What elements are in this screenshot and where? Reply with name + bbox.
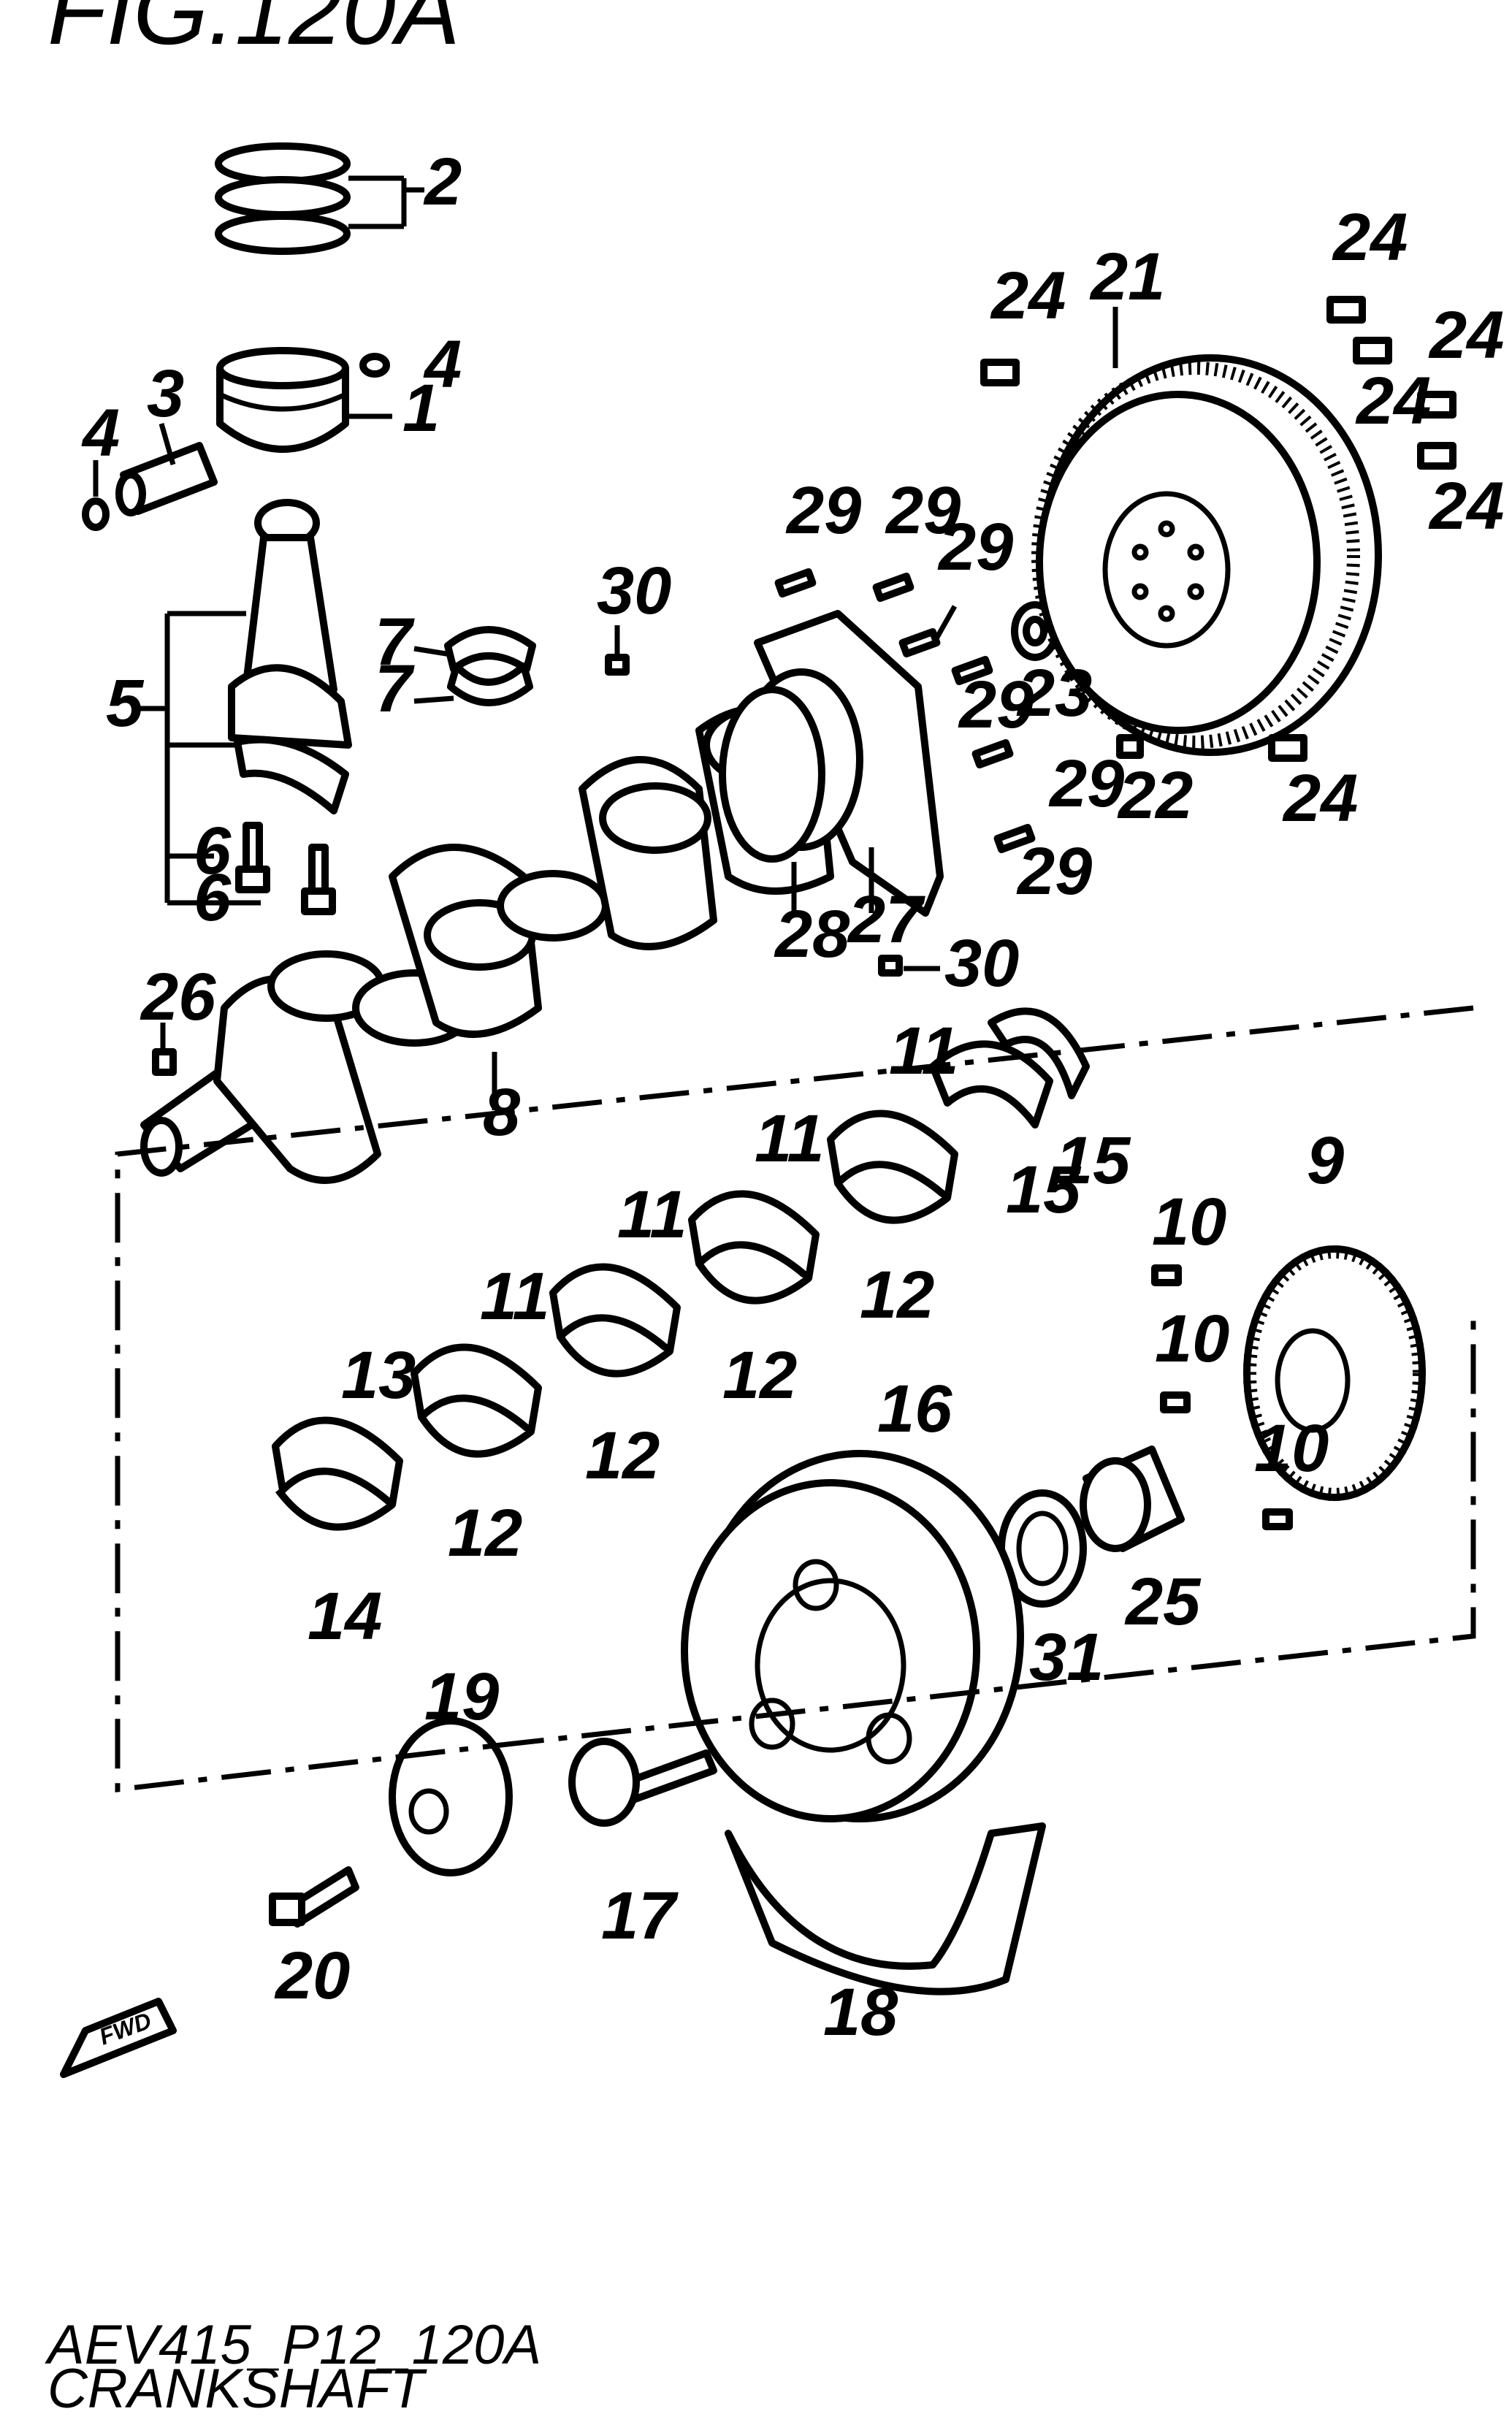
piston-pin [115,423,218,516]
flywheel-dowel [1116,734,1144,759]
callout-8: 8 [483,1075,521,1150]
callout-4-right: 4 [423,327,462,402]
callout-6-lower: 6 [194,860,232,935]
callout-12-c: 12 [585,1418,660,1493]
flywheel-bolts [980,296,1456,762]
figure-title: FIG.120A [47,0,460,64]
drawing-code: AEV415_P12_120A [45,2314,541,2376]
callout-10-b: 10 [1155,1302,1229,1376]
callout-30-upper: 30 [597,554,671,628]
piston [216,347,392,453]
main-bearings-upper [411,1110,958,1435]
callout-17: 17 [601,1879,679,1953]
callout-15-a: 15 [1006,1153,1082,1227]
callout-29-d: 29 [958,668,1034,742]
flywheel [1031,307,1382,756]
callout-29-b: 29 [885,473,961,548]
callout-7-upper: 7 [375,605,415,679]
con-rod-bearing-upper [413,626,536,673]
callout-23: 23 [1016,656,1092,730]
piston-rings [215,142,424,255]
callout-5: 5 [106,666,145,741]
callout-11-d: 11 [480,1259,550,1334]
callout-10-a: 10 [1152,1185,1226,1259]
callout-21: 21 [1089,240,1165,314]
callout-12-a: 12 [860,1258,934,1332]
callout-13: 13 [341,1338,416,1413]
callout-30-lower: 30 [944,926,1019,1001]
callout-27: 27 [847,882,925,957]
callout-29-c: 29 [937,510,1013,584]
crank-reluctor-ring [1243,1245,1426,1501]
callout-2: 2 [423,145,462,219]
callout-6-upper: 6 [194,814,232,888]
reluctor-bolts [1151,1264,1293,1530]
callout-19: 19 [424,1660,499,1734]
callout-24-f: 24 [1282,761,1358,836]
piston-pin-clip-right [359,353,390,378]
crankshaft [140,703,834,1184]
callout-11-a: 11 [889,1014,959,1088]
rear-oil-seal [719,686,825,863]
crank-pulley [681,1450,1024,1822]
con-rod-bolt-1 [235,822,270,893]
callout-24-a: 24 [990,259,1066,333]
callout-11-c: 11 [617,1177,687,1252]
serpentine-belt [725,1822,1046,1996]
callout-29-a: 29 [785,473,861,548]
callout-7-lower: 7 [375,652,415,726]
fwd-direction-arrow: FWD [60,1998,177,2078]
callout-24-e: 24 [1428,469,1504,543]
callout-29-e: 29 [1048,746,1124,821]
housing-bolts [774,568,1036,854]
callout-31: 31 [1029,1620,1104,1695]
callout-14: 14 [308,1579,382,1654]
callout-24-d: 24 [1355,364,1431,438]
callout-29-f: 29 [1016,834,1092,909]
callout-15-b: 15 [1055,1123,1131,1198]
callout-1: 1 [402,371,440,446]
thrust-washers [929,1007,1090,1129]
figure-caption: CRANKSHAFT [47,2358,427,2420]
callout-10-c: 10 [1254,1411,1329,1486]
callout-20: 20 [274,1939,350,2013]
thrust-main-bearing [272,1416,403,1508]
connecting-rod [132,499,352,906]
idler-pulley [389,1717,513,1876]
callout-11-b: 11 [755,1101,825,1176]
callout-12-b: 12 [722,1338,797,1413]
idler-bolt [269,1866,359,1928]
callout-24-b: 24 [1332,200,1408,275]
con-rod-bolt-2 [301,844,336,915]
dowel-pin-upper [605,654,630,676]
callouts: 2 1 4 3 4 5 6 6 7 7 26 8 30 30 28 27 29 … [81,145,1504,2050]
callout-26: 26 [140,960,216,1034]
callout-28: 28 [774,897,850,971]
crankshaft-key [152,1023,177,1076]
callout-4-left: 4 [81,396,120,470]
callout-16: 16 [877,1372,952,1446]
callout-18: 18 [823,1975,898,2050]
piston-pin-clip-left [82,460,110,531]
callout-12-d: 12 [448,1496,522,1570]
callout-24-c: 24 [1428,298,1504,373]
callout-9: 9 [1307,1123,1344,1198]
main-bearings-lower [275,1181,950,1531]
crank-sprocket [1080,1446,1185,1552]
callout-22: 22 [1117,758,1193,833]
dowel-pin-lower [878,955,903,977]
pulley-bolt [568,1738,717,1827]
bearing-group-bracket [115,1005,1476,1792]
callout-3: 3 [147,356,184,431]
callout-25: 25 [1124,1565,1202,1639]
con-rod-bearing-lower [413,662,533,706]
